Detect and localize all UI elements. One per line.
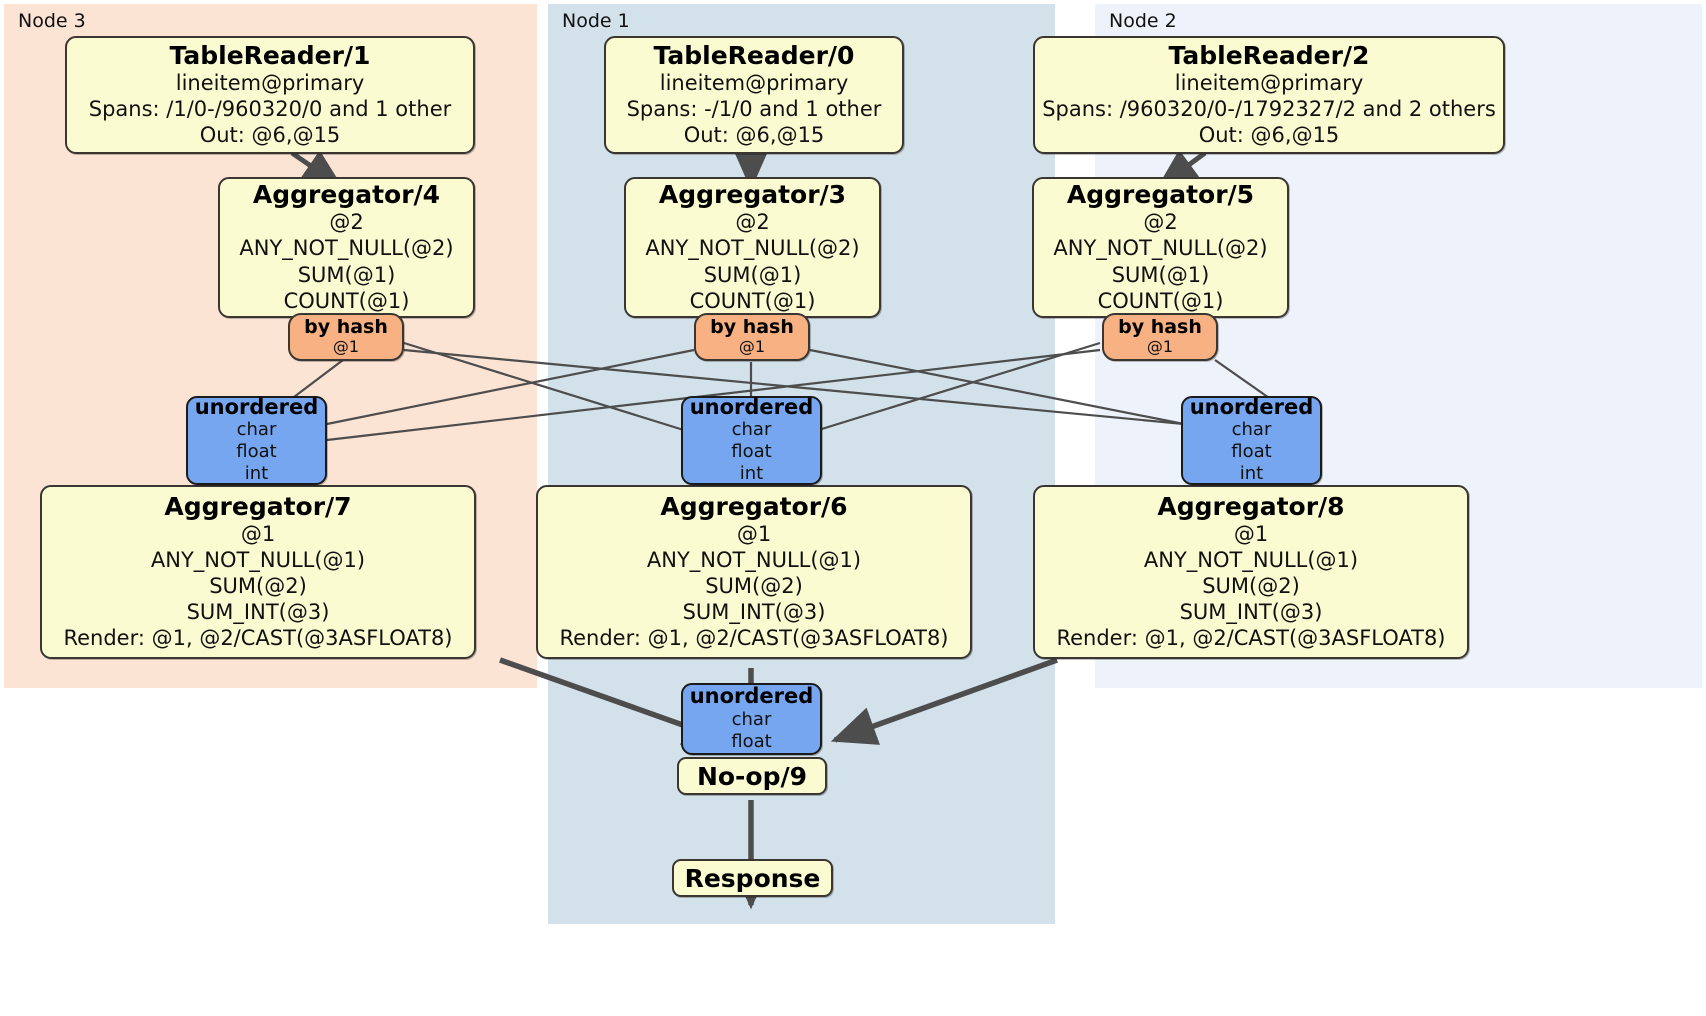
stream-type-2: float [731, 441, 772, 463]
processor-detail-table: lineitem@primary [1174, 70, 1364, 95]
stream-title: unordered [689, 394, 814, 419]
processor-title: TableReader/2 [1168, 40, 1370, 70]
processor-detail-render: Render: @1, @2/CAST(@3ASFLOAT8) [559, 626, 949, 651]
processor-detail-agg3: SUM_INT(@3) [682, 600, 826, 625]
processor-title: Aggregator/8 [1157, 491, 1345, 521]
processor-box-aggregator-3[interactable]: Aggregator/3 @2 ANY_NOT_NULL(@2) SUM(@1)… [624, 177, 881, 318]
router-detail: @1 [1146, 337, 1174, 357]
router-by-hash-right[interactable]: by hash @1 [1102, 313, 1218, 361]
processor-detail-agg2: SUM(@1) [1111, 262, 1210, 287]
processor-detail-agg2: SUM(@2) [705, 573, 803, 598]
processor-box-aggregator-8[interactable]: Aggregator/8 @1 ANY_NOT_NULL(@1) SUM(@2)… [1033, 485, 1469, 659]
processor-title: No-op/9 [696, 761, 808, 791]
stream-type-3: int [739, 463, 764, 485]
processor-box-table-reader-2[interactable]: TableReader/2 lineitem@primary Spans: /9… [1033, 36, 1505, 154]
processor-title: Response [684, 863, 821, 893]
stream-type-1: char [236, 419, 277, 441]
processor-detail-groupby: @1 [240, 521, 276, 546]
stream-type-3: int [1239, 463, 1264, 485]
processor-detail-agg1: ANY_NOT_NULL(@1) [646, 547, 862, 572]
node-panel-label-node3: Node 3 [18, 10, 86, 32]
router-detail: @1 [332, 337, 360, 357]
processor-detail-spans: Spans: /960320/0-/1792327/2 and 2 others [1042, 96, 1496, 121]
processor-title: Aggregator/4 [252, 180, 441, 210]
processor-detail-agg2: SUM(@2) [209, 573, 307, 598]
router-title: by hash [710, 316, 794, 339]
processor-detail-spans: Spans: /1/0-/960320/0 and 1 other [88, 96, 452, 121]
router-title: by hash [304, 316, 388, 339]
processor-detail-out: Out: @6,@15 [1198, 123, 1340, 148]
processor-detail-groupby: @1 [736, 521, 772, 546]
processor-detail-spans: Spans: -/1/0 and 1 other [626, 96, 882, 121]
processor-box-aggregator-6[interactable]: Aggregator/6 @1 ANY_NOT_NULL(@1) SUM(@2)… [536, 485, 972, 659]
processor-detail-agg2: SUM(@2) [1202, 573, 1300, 598]
stream-title: unordered [1189, 394, 1314, 419]
stream-type-3: int [244, 463, 269, 485]
processor-detail-groupby: @2 [329, 210, 364, 235]
node-panel-label-node1: Node 1 [562, 10, 630, 32]
processor-detail-render: Render: @1, @2/CAST(@3ASFLOAT8) [63, 626, 453, 651]
processor-title: Aggregator/5 [1066, 180, 1255, 210]
processor-detail-agg1: ANY_NOT_NULL(@2) [1053, 236, 1268, 261]
processor-box-response[interactable]: Response [672, 859, 833, 897]
router-title: by hash [1118, 316, 1202, 339]
stream-unordered-right[interactable]: unordered char float int [1181, 394, 1322, 485]
processor-box-table-reader-0[interactable]: TableReader/0 lineitem@primary Spans: -/… [604, 36, 904, 154]
node-panel-label-node2: Node 2 [1109, 10, 1177, 32]
stream-type-1: char [731, 708, 772, 730]
processor-detail-out: Out: @6,@15 [683, 123, 825, 148]
processor-detail-agg1: ANY_NOT_NULL(@1) [1143, 547, 1359, 572]
router-by-hash-left[interactable]: by hash @1 [288, 313, 404, 361]
processor-detail-out: Out: @6,@15 [199, 123, 341, 148]
processor-title: Aggregator/7 [164, 491, 352, 521]
processor-detail-agg3: COUNT(@1) [689, 288, 816, 313]
processor-detail-agg3: COUNT(@1) [283, 288, 410, 313]
processor-detail-groupby: @2 [1143, 210, 1178, 235]
stream-unordered-center[interactable]: unordered char float int [681, 394, 822, 485]
processor-detail-agg2: SUM(@1) [297, 262, 396, 287]
processor-box-aggregator-7[interactable]: Aggregator/7 @1 ANY_NOT_NULL(@1) SUM(@2)… [40, 485, 476, 659]
stream-unordered-left[interactable]: unordered char float int [186, 394, 327, 485]
processor-title: TableReader/0 [653, 40, 855, 70]
processor-title: Aggregator/6 [660, 491, 848, 521]
router-by-hash-center[interactable]: by hash @1 [694, 313, 810, 361]
stream-type-1: char [731, 419, 772, 441]
processor-box-aggregator-5[interactable]: Aggregator/5 @2 ANY_NOT_NULL(@2) SUM(@1)… [1032, 177, 1289, 318]
processor-box-aggregator-4[interactable]: Aggregator/4 @2 ANY_NOT_NULL(@2) SUM(@1)… [218, 177, 475, 318]
processor-detail-agg2: SUM(@1) [703, 262, 802, 287]
processor-title: TableReader/1 [169, 40, 371, 70]
stream-unordered-final[interactable]: unordered char float [681, 683, 822, 755]
processor-detail-agg1: ANY_NOT_NULL(@1) [150, 547, 366, 572]
stream-type-1: char [1231, 419, 1272, 441]
processor-detail-agg1: ANY_NOT_NULL(@2) [645, 236, 860, 261]
processor-detail-table: lineitem@primary [659, 70, 849, 95]
processor-detail-agg1: ANY_NOT_NULL(@2) [239, 236, 454, 261]
stream-title: unordered [689, 684, 814, 709]
processor-detail-agg3: COUNT(@1) [1097, 288, 1224, 313]
processor-detail-groupby: @1 [1233, 521, 1269, 546]
processor-detail-groupby: @2 [735, 210, 770, 235]
processor-box-table-reader-1[interactable]: TableReader/1 lineitem@primary Spans: /1… [65, 36, 475, 154]
processor-title: Aggregator/3 [658, 180, 847, 210]
stream-title: unordered [194, 394, 319, 419]
processor-detail-render: Render: @1, @2/CAST(@3ASFLOAT8) [1056, 626, 1446, 651]
stream-type-2: float [1231, 441, 1272, 463]
stream-type-2: float [731, 730, 772, 752]
processor-detail-agg3: SUM_INT(@3) [1179, 600, 1323, 625]
processor-detail-table: lineitem@primary [175, 70, 365, 95]
processor-detail-agg3: SUM_INT(@3) [186, 600, 330, 625]
router-detail: @1 [738, 337, 766, 357]
stream-type-2: float [236, 441, 277, 463]
processor-box-noop-9[interactable]: No-op/9 [677, 757, 827, 795]
